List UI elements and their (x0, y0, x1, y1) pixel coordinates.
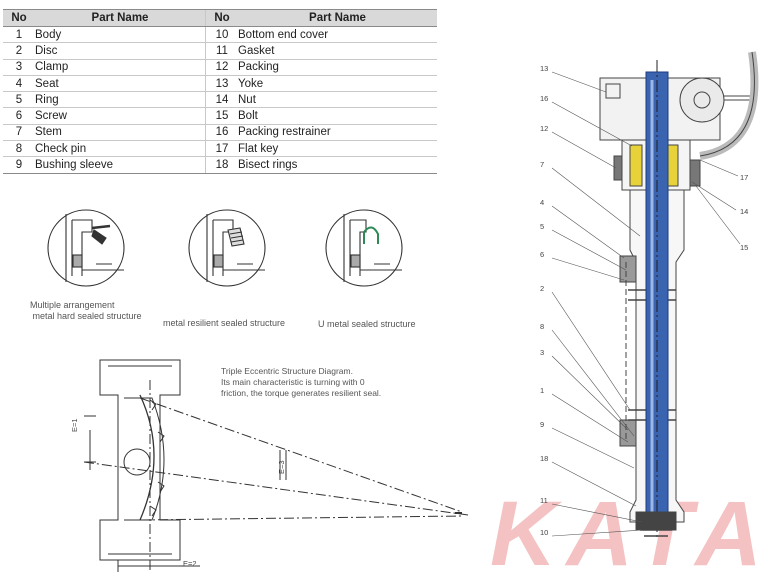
callout-18: 18 (540, 454, 548, 463)
part-name: Clamp (35, 59, 206, 76)
part-no: 2 (3, 42, 35, 60)
part-no: 6 (3, 107, 35, 125)
part-no: 12 (205, 59, 238, 76)
part-name: Bisect rings (238, 156, 437, 174)
part-name: Gasket (238, 42, 437, 60)
part-name: Bottom end cover (238, 26, 437, 44)
part-no: 1 (3, 26, 35, 44)
header-part-name-2: Part Name (238, 9, 437, 27)
part-name: Bushing sleeve (35, 156, 206, 174)
header-no-2: No (205, 9, 238, 27)
part-no: 3 (3, 59, 35, 76)
part-name: Stem (35, 124, 206, 142)
part-name: Packing (238, 59, 437, 76)
dim-label-angle: E=3 (277, 460, 286, 474)
part-name: Bolt (238, 107, 437, 125)
callout-9: 9 (540, 420, 544, 429)
caption-metal-resilient: metal resilient sealed structure (163, 318, 286, 328)
part-name: Yoke (238, 75, 437, 93)
seal-detail-u-metal (325, 209, 403, 287)
callout-6: 6 (540, 250, 544, 259)
table-header-row: No Part Name No Part Name (3, 9, 437, 27)
part-no: 11 (205, 42, 238, 60)
callout-3: 3 (540, 348, 544, 357)
kata-watermark: KATA (490, 483, 772, 585)
callout-10: 10 (540, 528, 548, 537)
part-no: 4 (3, 75, 35, 93)
part-no: 15 (205, 107, 238, 125)
part-name: Disc (35, 42, 206, 60)
part-no: 18 (205, 156, 238, 174)
callout-leaders (551, 71, 741, 537)
dim-label-e2: E=2 (183, 559, 197, 568)
callout-labels-right: 17 14 15 (740, 173, 748, 252)
callout-2: 2 (540, 284, 544, 293)
triple-eccentric-caption: Triple Eccentric Structure Diagram. Its … (221, 366, 382, 398)
callout-14: 14 (740, 207, 748, 216)
part-name: Ring (35, 91, 206, 109)
part-no: 14 (205, 91, 238, 109)
part-name: Body (35, 26, 206, 44)
part-name: Nut (238, 91, 437, 109)
seal-detail-multiple (47, 209, 125, 287)
seal-detail-resilient (188, 209, 266, 287)
callout-8: 8 (540, 322, 544, 331)
callout-16: 16 (540, 94, 548, 103)
callout-5: 5 (540, 222, 544, 231)
callout-17: 17 (740, 173, 748, 182)
caption-u-metal: U metal sealed structure (318, 319, 416, 329)
callout-12: 12 (540, 124, 548, 133)
callout-labels-left: 13 16 12 7 4 5 6 2 8 3 1 9 18 11 10 (540, 64, 548, 537)
part-name: Seat (35, 75, 206, 93)
part-no: 5 (3, 91, 35, 109)
part-no: 8 (3, 140, 35, 158)
part-no: 13 (205, 75, 238, 93)
part-no: 16 (205, 124, 238, 142)
callout-1: 1 (540, 386, 544, 395)
part-no: 7 (3, 124, 35, 142)
callout-13: 13 (540, 64, 548, 73)
part-no: 10 (205, 26, 238, 44)
header-part-name-1: Part Name (35, 9, 206, 27)
caption-multiple-arrangement: Multiple arrangement metal hard sealed s… (30, 300, 142, 321)
header-no-1: No (3, 9, 35, 27)
callout-11: 11 (540, 496, 548, 505)
dim-label-e1: E=1 (70, 418, 79, 432)
part-name: Flat key (238, 140, 437, 158)
callout-4: 4 (540, 198, 544, 207)
part-name: Check pin (35, 140, 206, 158)
callout-7: 7 (540, 160, 544, 169)
part-name: Screw (35, 107, 206, 125)
part-no: 17 (205, 140, 238, 158)
part-name: Packing restrainer (238, 124, 437, 142)
part-no: 9 (3, 156, 35, 174)
callout-15: 15 (740, 243, 748, 252)
